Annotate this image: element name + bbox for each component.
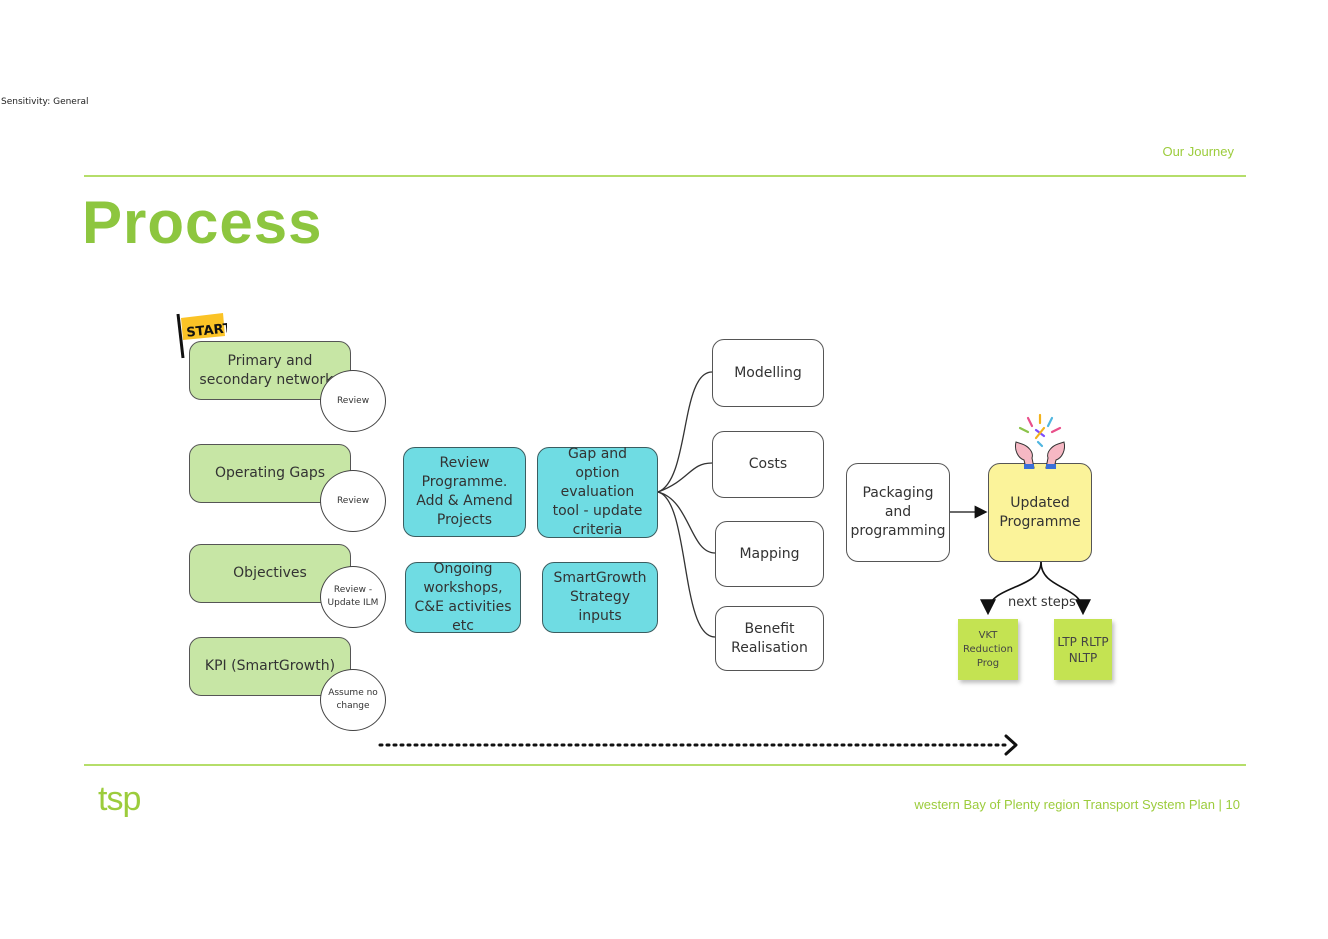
input-primary-networks-label: Primary and secondary networks — [199, 352, 341, 388]
mapping-box[interactable]: Mapping — [715, 521, 824, 587]
bottom-divider — [84, 764, 1246, 766]
connector-ltp — [1040, 561, 1091, 616]
modelling-box[interactable]: Modelling — [712, 339, 824, 407]
benefit-realisation-box[interactable]: Benefit Realisation — [715, 606, 824, 671]
sticky-ltp: LTP RLTP NLTP — [1054, 619, 1112, 680]
review-programme-box[interactable]: Review Programme. Add & Amend Projects — [403, 447, 526, 537]
packaging-box[interactable]: Packaging and programming — [846, 463, 950, 562]
footer-text: western Bay of Plenty region Transport S… — [914, 797, 1240, 812]
smartgrowth-inputs-box[interactable]: SmartGrowth Strategy inputs — [542, 562, 658, 633]
connector-mapping — [657, 491, 716, 554]
top-divider — [84, 175, 1246, 177]
input-operating-gaps-label: Operating Gaps — [214, 465, 326, 481]
costs-box[interactable]: Costs — [712, 431, 824, 498]
input-objectives-label: Objectives — [233, 565, 307, 581]
section-label: Our Journey — [1162, 144, 1234, 159]
review-note-2: Review — [320, 470, 386, 532]
assume-no-change-note: Assume no change — [320, 669, 386, 731]
connector-modelling — [657, 371, 713, 493]
tsp-logo: tsp — [98, 780, 141, 818]
connector-benefit — [657, 491, 716, 638]
next-steps-label: next steps — [1008, 595, 1076, 610]
review-note-1: Review — [320, 370, 386, 432]
review-update-note: Review - Update ILM — [320, 566, 386, 628]
ongoing-workshops-box[interactable]: Ongoing workshops, C&E activities etc — [405, 561, 521, 634]
gap-option-tool-box[interactable]: Gap and option evaluation tool - update … — [537, 446, 658, 538]
page-title: Process — [82, 189, 323, 256]
sticky-vkt: VKT Reduction Prog — [958, 619, 1018, 680]
celebration-icon — [1015, 413, 1065, 469]
updated-programme-box[interactable]: Updated Programme — [988, 463, 1092, 562]
start-flag-icon: START — [176, 313, 227, 359]
connector-vkt — [980, 561, 1042, 616]
input-kpi-label: KPI (SmartGrowth) — [204, 658, 336, 674]
start-flag-label: START — [186, 321, 227, 341]
sensitivity-label: Sensitivity: General — [1, 97, 89, 107]
timeline-arrowhead — [1004, 734, 1018, 756]
connector-costs — [657, 462, 713, 493]
